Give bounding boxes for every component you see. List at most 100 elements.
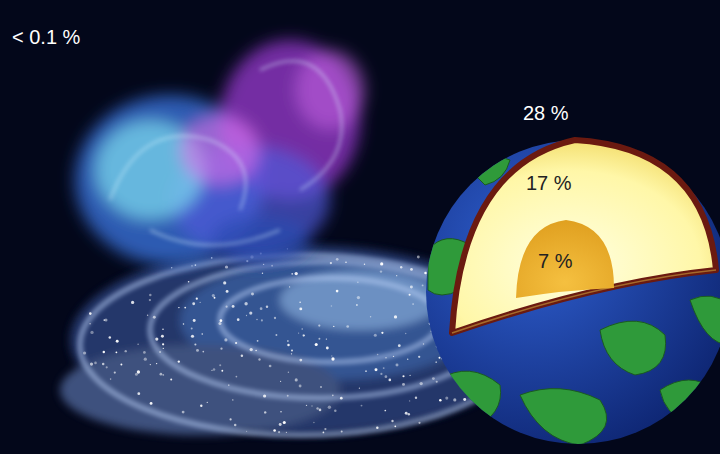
- star: [131, 301, 134, 304]
- star: [125, 350, 127, 352]
- star: [150, 402, 153, 405]
- mantle-percentage: 17 %: [526, 172, 572, 194]
- star: [250, 348, 253, 351]
- star: [439, 357, 441, 359]
- star: [255, 350, 256, 351]
- star: [380, 373, 382, 375]
- star: [120, 364, 122, 366]
- star: [143, 351, 146, 354]
- star: [156, 363, 157, 364]
- star: [299, 359, 302, 362]
- star: [286, 432, 287, 433]
- star: [200, 302, 201, 303]
- star: [251, 293, 254, 296]
- star: [196, 298, 198, 300]
- star: [415, 397, 417, 399]
- star: [340, 397, 343, 400]
- star: [361, 405, 363, 407]
- star: [260, 307, 263, 310]
- star: [336, 258, 339, 261]
- star: [410, 268, 413, 271]
- star: [149, 294, 152, 297]
- star: [283, 421, 286, 424]
- star: [274, 317, 276, 319]
- star: [211, 257, 213, 259]
- star: [288, 371, 289, 372]
- star: [150, 364, 151, 365]
- star: [318, 324, 320, 326]
- star: [94, 362, 97, 365]
- star: [334, 409, 337, 412]
- star: [402, 383, 405, 386]
- star: [219, 364, 221, 366]
- star: [279, 423, 282, 426]
- star: [237, 318, 240, 321]
- star: [287, 340, 289, 342]
- star: [191, 328, 193, 330]
- star: [291, 273, 293, 275]
- star: [214, 297, 216, 299]
- star: [374, 334, 377, 337]
- star: [385, 375, 388, 378]
- star: [137, 392, 140, 395]
- star: [90, 331, 93, 334]
- star: [162, 343, 164, 345]
- star: [249, 312, 252, 315]
- star: [147, 314, 148, 315]
- star: [149, 299, 151, 301]
- star: [299, 385, 302, 388]
- star: [463, 398, 466, 401]
- star: [103, 319, 105, 321]
- star: [191, 335, 194, 338]
- star: [405, 333, 406, 334]
- star: [377, 354, 379, 356]
- star: [264, 411, 266, 413]
- star: [384, 410, 386, 412]
- star: [299, 301, 301, 303]
- star: [218, 322, 221, 325]
- star: [261, 319, 263, 321]
- star: [171, 267, 172, 268]
- star: [269, 365, 272, 368]
- star: [418, 422, 420, 424]
- star: [212, 294, 215, 297]
- star: [398, 344, 401, 347]
- star: [423, 343, 424, 344]
- star: [159, 351, 161, 353]
- star: [161, 335, 164, 338]
- star: [211, 370, 212, 371]
- star: [394, 315, 397, 318]
- star: [109, 336, 111, 338]
- star: [271, 265, 273, 267]
- star: [394, 425, 396, 427]
- star: [324, 428, 326, 430]
- star: [137, 370, 140, 373]
- star: [341, 430, 343, 432]
- star: [223, 281, 226, 284]
- star: [184, 307, 186, 309]
- star: [435, 361, 437, 363]
- star: [420, 382, 423, 385]
- star: [298, 332, 299, 333]
- star: [213, 368, 216, 371]
- star: [135, 373, 138, 376]
- star: [103, 351, 105, 353]
- star: [345, 261, 347, 263]
- star: [302, 334, 304, 336]
- star: [407, 359, 409, 361]
- star: [182, 411, 185, 414]
- star: [232, 305, 235, 308]
- star: [396, 275, 397, 276]
- star: [380, 262, 383, 265]
- star: [280, 411, 282, 413]
- star: [370, 316, 371, 317]
- core-percentage: 7 %: [538, 250, 572, 272]
- star: [289, 286, 290, 287]
- star: [333, 326, 334, 327]
- star: [410, 286, 413, 289]
- star: [83, 351, 86, 354]
- star: [291, 350, 293, 352]
- crust-percentage: 28 %: [523, 102, 569, 124]
- star: [393, 356, 394, 357]
